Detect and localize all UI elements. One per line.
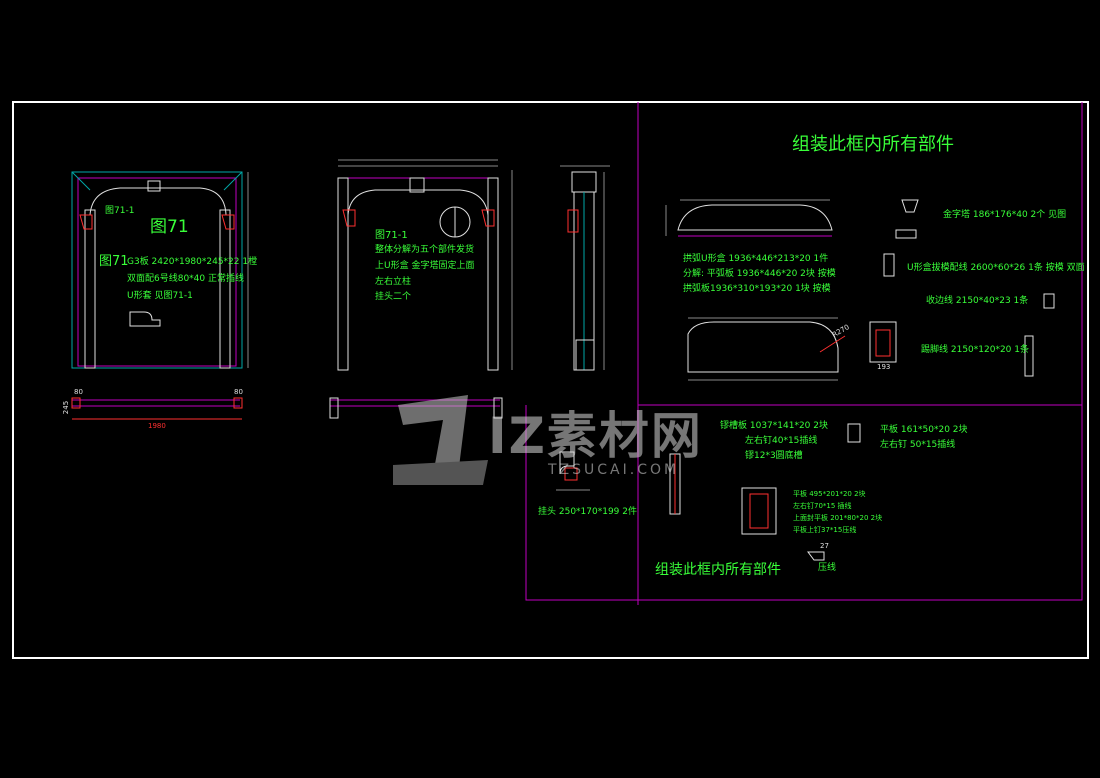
flat-board-label: 平板 161*50*20 2块 xyxy=(880,425,968,435)
u-box-line-label: U形盒拔模配线 2600*60*26 1条 按模 双面 xyxy=(907,263,1085,273)
fig71-desc2: 双面配6号线80*40 正常插线 xyxy=(127,274,244,284)
fig71-big-title: 图71 xyxy=(150,217,189,237)
kick-line-label: 踢脚线 2150*120*20 1条 xyxy=(921,345,1029,355)
fig71-door-frame xyxy=(71,171,249,420)
arch-u-box-label: 拱弧U形盒 1936*446*213*20 1件 xyxy=(683,254,829,264)
assemble-title-bottom: 组装此框内所有部件 xyxy=(655,562,781,578)
dim-27: 27 xyxy=(820,542,829,550)
flat-small3-label: 上面封平板 201*80*20 2块 xyxy=(793,514,883,522)
assembly-box-bottom xyxy=(525,405,1083,601)
assembly-box-top xyxy=(637,102,1083,406)
assemble-title-top: 组装此框内所有部件 xyxy=(792,134,954,155)
fig711-line3: 左右立柱 xyxy=(375,277,412,287)
nails-left-right-label: 左右钉40*15插线 xyxy=(745,436,818,446)
outer-frame xyxy=(12,101,1089,659)
press-line-label: 压线 xyxy=(818,563,837,573)
hanging-head-detail xyxy=(556,451,590,491)
dim-80-right: 80 xyxy=(234,388,243,396)
watermark-logo-icon xyxy=(393,395,488,485)
fig71-tag: 图71-1 xyxy=(105,206,135,216)
fig711-title: 图71-1 xyxy=(375,230,408,241)
watermark-url: TZSUCAI.COM xyxy=(548,462,680,478)
fig71-desc1: G3板 2420*1980*245*22 1樘 xyxy=(127,257,258,267)
pyramid-detail xyxy=(869,199,1055,377)
dim-1980: 1980 xyxy=(148,422,166,430)
dim-193: 193 xyxy=(877,363,891,371)
flat-small1-label: 平板 495*201*20 2块 xyxy=(793,490,866,498)
edge-line-label: 收边线 2150*40*23 1条 xyxy=(926,296,1029,306)
fig71-desc3: U形套 见图71-1 xyxy=(127,291,193,301)
fig711-line2: 上U形盒 金字塔固定上面 xyxy=(375,261,475,271)
hanging-head-label: 挂头 250*170*199 2件 xyxy=(538,507,637,517)
fig71-small-title: 图71 xyxy=(99,254,129,269)
fig711-line4: 挂头二个 xyxy=(375,292,412,302)
grooved-board-label: 镠槽板 1037*141*20 2块 xyxy=(720,421,828,431)
fig71-1-frame xyxy=(329,159,513,419)
groove-label: 镠12*3圆底槽 xyxy=(745,451,803,461)
arch-u-box-detail xyxy=(665,199,846,381)
watermark-brand: IZ素材网 xyxy=(488,407,703,465)
fig711-line1: 整体分解为五个部件发货 xyxy=(375,245,475,255)
dim-245: 245 xyxy=(62,400,71,415)
split-flat-label: 分解: 平弧板 1936*446*20 2块 按模 xyxy=(683,269,836,279)
lower-parts-detail xyxy=(669,423,861,561)
dim-80-left: 80 xyxy=(74,388,83,396)
split-arch-label: 拱弧板1936*310*193*20 1块 按模 xyxy=(683,284,831,294)
side-column xyxy=(560,165,610,371)
flat-small2-label: 左右钉70*15 插线 xyxy=(793,502,852,510)
nails-50-label: 左右钉 50*15插线 xyxy=(880,440,956,450)
pyramid-label: 金字塔 186*176*40 2个 见图 xyxy=(943,210,1067,220)
flat-small4-label: 平板上钉37*15压线 xyxy=(793,526,857,534)
